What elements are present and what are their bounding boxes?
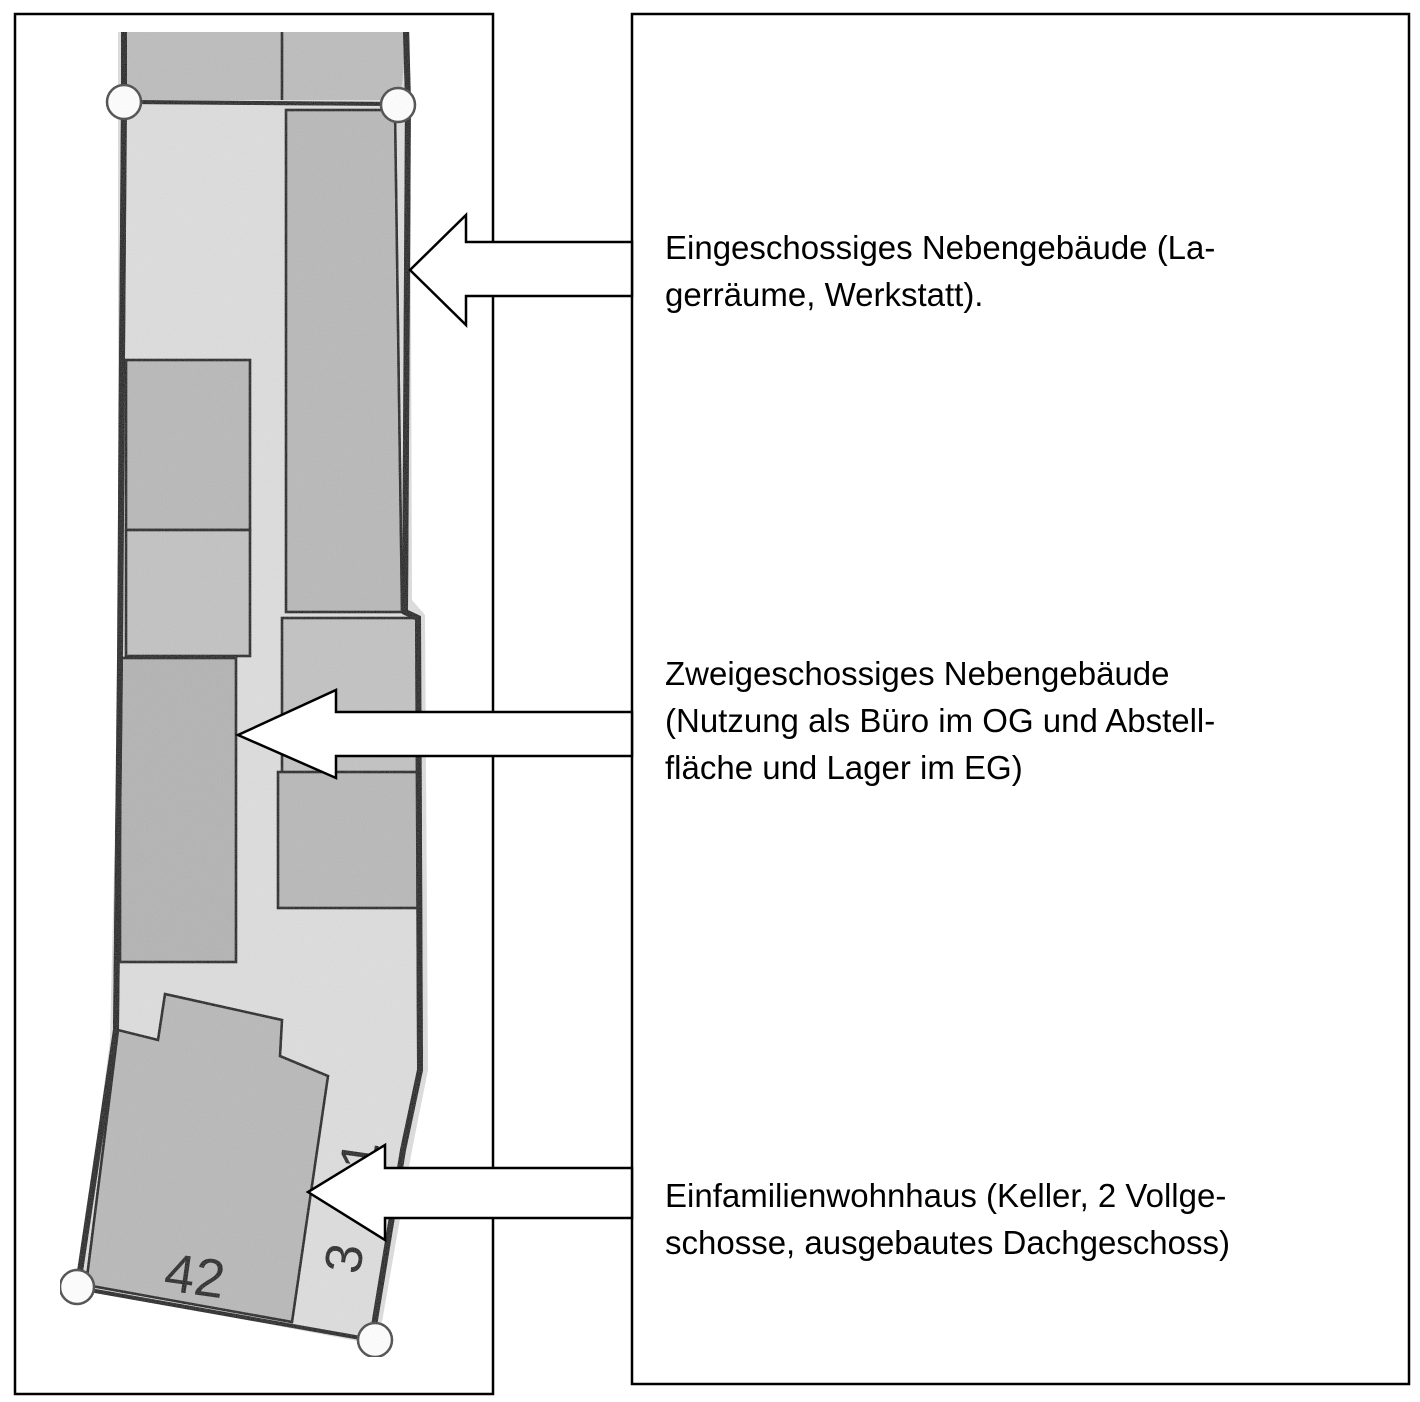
two-storey-outbuilding [118,656,238,964]
boundary-marker [105,83,143,121]
parcel-number-house: 42 [161,1242,229,1310]
boundary-marker [356,1321,394,1359]
outbuilding-left-upper [124,358,252,532]
single-storey-outbuilding [284,108,404,614]
label-line: Einfamilienwohnhaus (Keller, 2 Vollge- [665,1177,1227,1214]
cadastral-map-excerpt: 42 3 1 [58,31,428,1359]
boundary-marker [379,86,417,124]
label-line: Zweigeschossiges Nebengebäude [665,655,1170,692]
single-family-house [84,992,330,1324]
label-two-storey-outbuilding: Zweigeschossiges Nebengebäude (Nutzung a… [665,650,1385,791]
boundary-marker [58,1268,96,1306]
plot-boundary-top [125,100,399,106]
label-line: gerräume, Werkstatt). [665,276,984,313]
outbuilding-left-middle [124,528,252,658]
label-single-storey-outbuilding: Eingeschossiges Nebengebäude (La- gerräu… [665,224,1385,318]
label-single-family-house: Einfamilienwohnhaus (Keller, 2 Vollge- s… [665,1172,1385,1266]
outbuilding-right-lower [276,770,420,910]
arrow-to-single-storey-outbuilding [408,212,634,328]
legend-frame [630,12,1411,1386]
label-line: fläche und Lager im EG) [665,749,1023,786]
label-line: schosse, ausgebautes Dachgeschoss) [665,1224,1230,1261]
label-line: (Nutzung als Büro im OG und Abstell- [665,702,1216,739]
arrow-to-single-family-house [305,1142,634,1243]
label-line: Eingeschossiges Nebengebäude (La- [665,229,1216,266]
neighbour-plot-top [122,32,408,100]
arrow-to-two-storey-outbuilding [234,688,634,780]
plot-boundary-bottom [77,1286,373,1342]
